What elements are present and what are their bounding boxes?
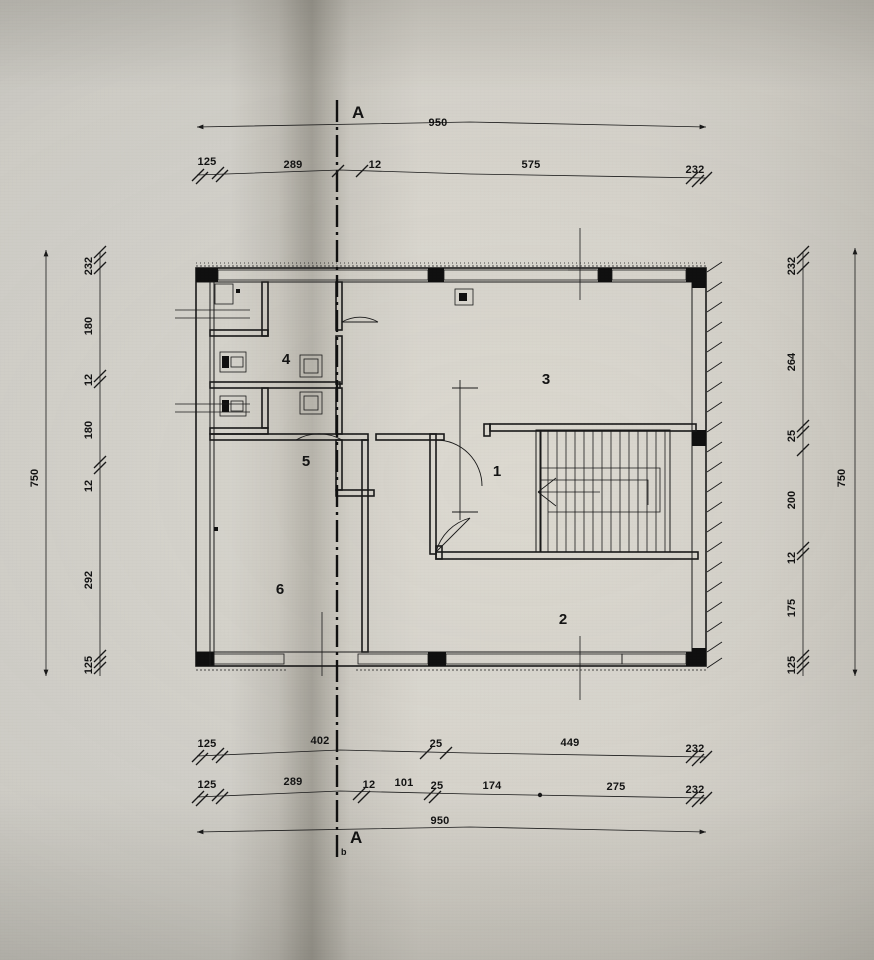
door-swings [295, 316, 483, 553]
section-sub-label: b [341, 847, 347, 857]
dim-label: 232 [686, 784, 705, 796]
room-number-5: 5 [302, 453, 310, 470]
dim-label: 232 [686, 164, 705, 176]
dim-label: 180 [83, 421, 95, 439]
dim-label: 575 [522, 159, 541, 171]
fixture-wc-upper [299, 354, 323, 378]
dim-label: 289 [284, 776, 303, 788]
dim-label: 25 [430, 738, 443, 750]
dim-label: 125 [198, 738, 217, 750]
dim-label: 232 [83, 257, 95, 275]
dim-label: 180 [83, 317, 95, 335]
dim-label: 275 [607, 781, 626, 793]
dim-label: 25 [786, 430, 798, 442]
dim-label: 402 [311, 735, 330, 747]
dim-label: 750 [836, 469, 848, 487]
dim-label: 125 [198, 779, 217, 791]
dim-label: 101 [395, 777, 414, 789]
dim-bottom-outer: 950 [196, 815, 707, 835]
room-number-6: 6 [276, 581, 284, 598]
dim-label: 289 [284, 159, 303, 171]
staircase [535, 429, 671, 553]
dim-label: 449 [561, 737, 580, 749]
dim-label: 175 [786, 599, 798, 617]
right-wall-openings [692, 268, 706, 666]
dim-label: 950 [431, 815, 450, 827]
dim-label: 125 [83, 656, 95, 674]
dim-top-outer: 950 [196, 117, 707, 130]
dim-label: 950 [429, 117, 448, 129]
dim-label: 292 [83, 571, 95, 589]
room-number-1: 1 [493, 463, 501, 480]
room-number-3: 3 [542, 371, 550, 388]
room-center-marks [175, 228, 596, 700]
dim-label: 232 [686, 743, 705, 755]
dim-top-inner: 125 289 12 575 232 [191, 156, 713, 188]
section-label-bottom: A [350, 828, 362, 847]
dim-label: 12 [369, 159, 382, 171]
dim-label: 25 [431, 780, 444, 792]
dim-right-outer: 750 [836, 248, 858, 676]
dim-label: 200 [786, 491, 798, 509]
dim-label: 125 [786, 656, 798, 674]
exterior-hatching-right [706, 261, 723, 669]
dim-label: 12 [83, 480, 95, 492]
fixture-wc-lower [299, 391, 323, 415]
dim-bottom-row1: 125 402 25 449 232 [191, 735, 713, 767]
room-number-4: 4 [282, 351, 291, 368]
dim-bottom-row2: 125 289 12 101 25 174 275 232 [191, 776, 713, 808]
dim-right-inner: 232 264 25 200 12 175 125 [786, 245, 810, 676]
section-label-top: A [352, 103, 364, 122]
building-outline [195, 267, 707, 667]
dim-label: 12 [786, 552, 798, 564]
dim-label: 232 [786, 257, 798, 275]
room-number-2: 2 [559, 611, 567, 628]
dim-left-outer: 750 [29, 250, 49, 676]
dim-label: 750 [29, 469, 41, 487]
plumbing-fixtures [214, 283, 474, 531]
dim-label: 12 [83, 374, 95, 386]
dim-label: 264 [786, 352, 798, 371]
dim-label: 174 [483, 780, 503, 792]
flue-top-right [454, 288, 474, 306]
fixture-sink-upper [219, 351, 247, 373]
dim-left-inner: 232 180 12 180 12 292 125 [83, 245, 107, 676]
fixture-sink-lower [219, 395, 247, 417]
dim-label: 12 [363, 779, 376, 791]
dim-label: 125 [198, 156, 217, 168]
